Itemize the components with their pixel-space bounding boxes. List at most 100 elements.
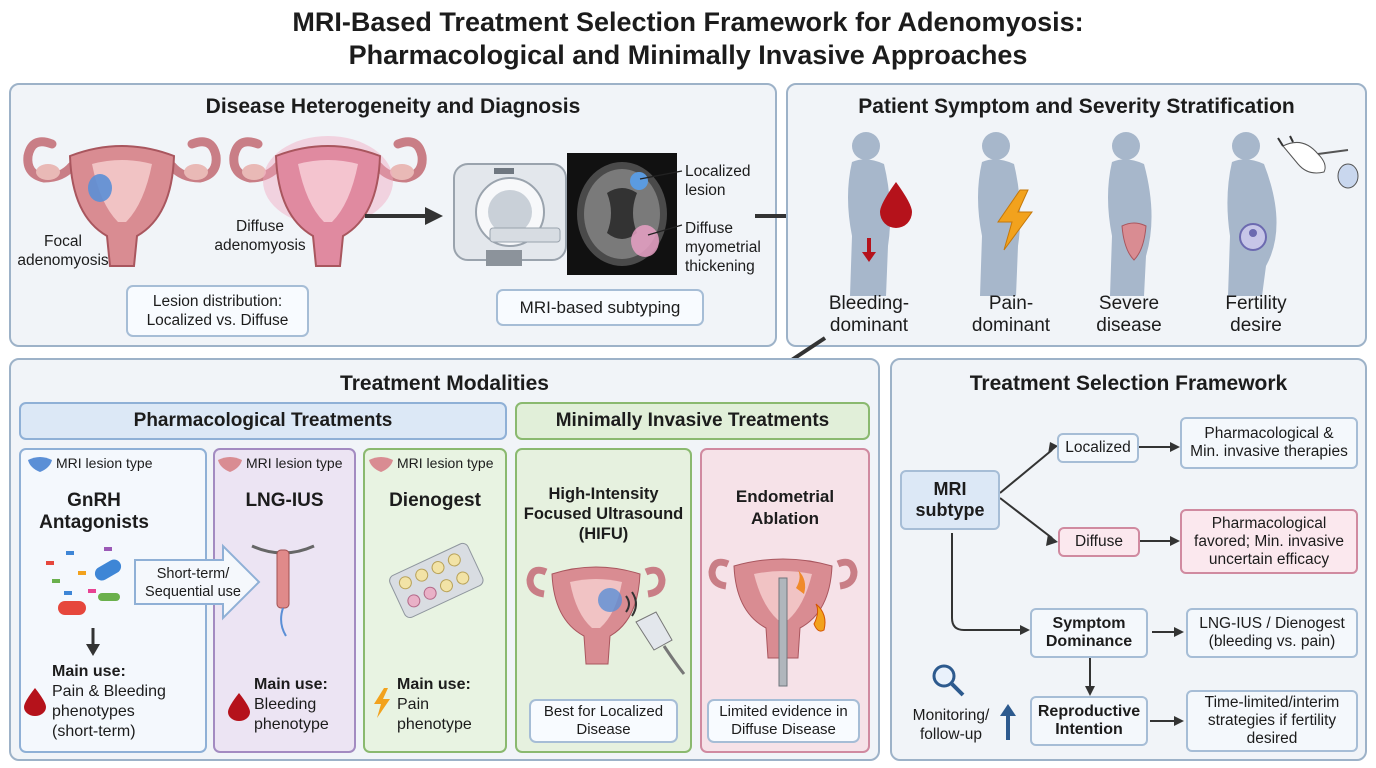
fw-diffuse: Diffuse	[1058, 527, 1140, 557]
ablation-note: Limited evidence in Diffuse Disease	[707, 699, 860, 743]
framework-connectors	[951, 442, 1184, 726]
fw-monitor-1: Monitoring/	[912, 707, 990, 724]
mri-uterus-mini-icon	[28, 457, 52, 472]
ablation-note-2: Diffuse Disease	[731, 721, 836, 738]
hifu-uterus-illustration	[526, 566, 686, 675]
fw-symptom-2: Dominance	[1045, 633, 1133, 650]
pharm-header: Pharmacological Treatments	[19, 402, 507, 440]
fw-mri-2: subtype	[915, 500, 985, 520]
dienogest-use-1: Pain	[397, 696, 430, 713]
gnrh-use-2: phenotypes	[52, 703, 135, 720]
title-line-1: MRI-Based Treatment Selection Framework …	[292, 7, 1084, 37]
hifu-name: High-Intensity Focused Ultrasound (HIFU)	[515, 484, 692, 544]
blister-pack-icon	[389, 542, 484, 619]
gnrh-name-2: Antagonists	[39, 512, 149, 533]
stratification-title: Patient Symptom and Severity Stratificat…	[858, 95, 1295, 118]
down-arrow-icon	[86, 628, 100, 656]
gnrh-main-use: Main use:	[52, 663, 126, 680]
mri-brain-slice	[577, 162, 667, 266]
ablation-note-1: Limited evidence in	[719, 703, 848, 720]
pills-icon	[46, 547, 122, 615]
dienogest-use-2: phenotype	[397, 716, 472, 733]
ablation-name-1: Endometrial	[735, 487, 835, 506]
diffuse-thick-1: Diffuse	[685, 220, 733, 237]
magnifier-icon	[932, 664, 965, 697]
down-arrow-red-icon	[862, 238, 876, 262]
fw-diffuse-label: Diffuse	[1075, 533, 1123, 550]
fw-out-rep-3: desired	[1246, 730, 1298, 747]
blood-drop-lng-icon	[228, 693, 250, 721]
fw-monitoring: Monitoring/ follow-up	[898, 706, 1004, 744]
hifu-note: Best for Localized Disease	[529, 699, 678, 743]
fw-localized-label: Localized	[1065, 439, 1131, 456]
pain-line-2: dominant	[971, 315, 1051, 336]
dienogest-mri-lesion-label: MRI lesion type	[397, 455, 494, 471]
lng-main-use: Main use:	[254, 676, 328, 693]
blood-drop-icon	[880, 182, 912, 228]
modalities-title: Treatment Modalities	[340, 372, 549, 395]
lng-name: LNG-IUS	[245, 490, 324, 511]
ablation-name-2: Ablation	[751, 509, 819, 528]
fw-out-sym-2: (bleeding vs. pain)	[1208, 633, 1336, 650]
fw-out-loc-2: Min. invasive therapies	[1190, 443, 1348, 460]
diffuse-thick-2: myometrial	[685, 239, 761, 256]
localized-lesion-label: Localized lesion	[685, 162, 751, 200]
fw-repro-1: Reproductive	[1037, 703, 1141, 720]
fw-out-repro: Time-limited/interim strategies if ferti…	[1186, 690, 1358, 752]
arrow-to-mri	[365, 207, 443, 225]
framework-title: Treatment Selection Framework	[969, 372, 1288, 395]
localized-label-1: Localized	[685, 163, 751, 180]
strat-group-severe: Severe disease	[1074, 293, 1184, 337]
mini-header: Minimally Invasive Treatments	[515, 402, 870, 440]
dienogest-name: Dienogest	[389, 490, 481, 511]
bleeding-line-2: dominant	[829, 315, 909, 336]
bleeding-line-1: Bleeding-	[828, 293, 910, 314]
hifu-name-2: Focused Ultrasound	[523, 505, 684, 523]
fertility-line-1: Fertility	[1225, 293, 1287, 314]
diagnosis-title: Disease Heterogeneity and Diagnosis	[205, 95, 581, 118]
fertility-line-2: desire	[1230, 315, 1282, 336]
fw-out-loc-1: Pharmacological &	[1204, 425, 1334, 442]
lesion-distribution-box: Lesion distribution: Localized vs. Diffu…	[126, 285, 309, 337]
gnrh-use-3: (short-term)	[52, 723, 136, 740]
gnrh-name: GnRH Antagonists	[19, 490, 169, 534]
severe-line-2: disease	[1096, 315, 1162, 336]
mri-leader-lines	[639, 170, 683, 236]
fw-out-dif-1: Pharmacological	[1211, 514, 1327, 532]
focal-label: Focal adenomyosis	[8, 232, 118, 270]
mri-subtyping-label: MRI-based subtyping	[519, 297, 681, 317]
ablation-uterus-illustration	[708, 558, 858, 687]
diffuse-label-1: Diffuse	[236, 218, 284, 235]
fw-out-rep-1: Time-limited/interim	[1204, 694, 1340, 711]
uterus-focal-illustration	[23, 137, 221, 267]
page-title: MRI-Based Treatment Selection Framework …	[0, 6, 1376, 72]
dienogest-use: Main use: Pain phenotype	[397, 675, 472, 735]
fw-out-localized: Pharmacological & Min. invasive therapie…	[1180, 417, 1358, 469]
mri-subtyping-box: MRI-based subtyping	[496, 289, 704, 326]
fw-localized: Localized	[1057, 433, 1139, 463]
dienogest-main-use: Main use:	[397, 676, 471, 693]
severe-line-1: Severe	[1098, 293, 1160, 314]
uterus-small-icon	[1121, 222, 1147, 261]
lng-mri-lesion-label: MRI lesion type	[246, 455, 343, 471]
iud-icon	[251, 544, 315, 637]
sequential-1: Short-term/	[156, 566, 230, 582]
hifu-name-3: (HIFU)	[578, 525, 629, 543]
fw-monitor-2: follow-up	[919, 726, 983, 743]
sequential-label: Short-term/ Sequential use	[133, 565, 253, 601]
sequential-arrow	[134, 543, 261, 621]
focal-label-2: adenomyosis	[17, 252, 109, 269]
hifu-note-1: Best for Localized	[543, 703, 664, 720]
diffuse-thickening-label: Diffuse myometrial thickening	[685, 219, 761, 276]
mini-header-label: Minimally Invasive Treatments	[555, 410, 830, 431]
fw-repro: Reproductive Intention	[1030, 696, 1148, 746]
strat-group-bleeding: Bleeding- dominant	[814, 293, 924, 337]
fw-out-sym-1: LNG-IUS / Dienogest	[1199, 615, 1345, 632]
distribution-line-2: Localized vs. Diffuse	[146, 312, 289, 329]
strat-group-pain: Pain- dominant	[956, 293, 1066, 337]
lng-use-1: Bleeding	[254, 696, 317, 713]
hifu-name-1: High-Intensity	[548, 485, 659, 503]
fw-out-symptom: LNG-IUS / Dienogest (bleeding vs. pain)	[1186, 608, 1358, 658]
silhouettes	[848, 132, 1277, 296]
fw-mri-1: MRI	[933, 479, 967, 499]
